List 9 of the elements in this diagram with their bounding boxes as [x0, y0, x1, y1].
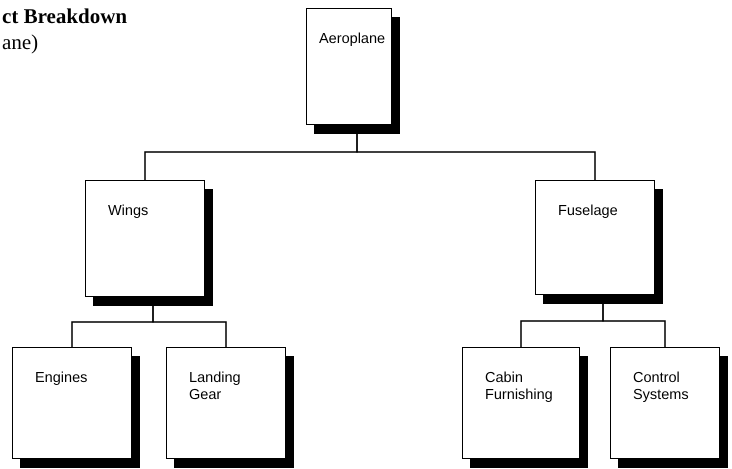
component-label: Cabin Furnishing	[485, 370, 554, 405]
component-label: Control Systems	[633, 370, 690, 405]
component-label: Engines	[35, 370, 88, 388]
component-label: Landing Gear	[189, 370, 242, 405]
subtitle: ane)	[2, 30, 38, 55]
component-label: Wings	[108, 203, 150, 220]
component-label: Fuselage	[558, 203, 619, 220]
diagram-title: ct Breakdown	[2, 4, 128, 29]
component-label: Aeroplane	[319, 31, 386, 48]
